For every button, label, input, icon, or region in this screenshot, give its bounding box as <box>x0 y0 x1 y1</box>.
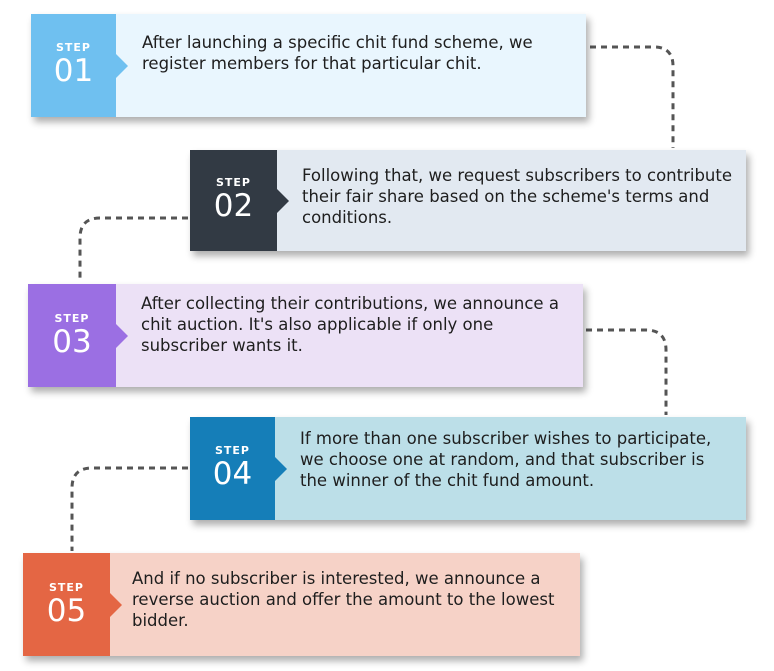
step-badge-02: STEP 02 <box>190 150 289 251</box>
connector-03-04 <box>586 328 668 415</box>
step-number: 02 <box>213 188 254 224</box>
step-description: And if no subscriber is interested, we a… <box>132 569 555 630</box>
step-badge-03: STEP 03 <box>28 284 128 387</box>
step-badge-label: STEP <box>48 581 84 594</box>
step-number: 04 <box>212 456 253 492</box>
step-badge-label: STEP <box>55 41 91 54</box>
step-description: Following that, we request subscribers t… <box>302 166 733 227</box>
step-badge-label: STEP <box>214 444 250 457</box>
step-number: 05 <box>46 593 87 629</box>
step-number: 01 <box>53 53 94 89</box>
step-card-03: STEP 03 After collecting their contribut… <box>28 284 583 387</box>
step-card-02: STEP 02 Following that, we request subsc… <box>190 150 746 251</box>
step-card-01: STEP 01 After launching a specific chit … <box>31 14 586 117</box>
step-badge-05: STEP 05 <box>23 553 122 656</box>
step-description: After collecting their contributions, we… <box>141 294 559 355</box>
step-badge-01: STEP 01 <box>31 14 128 117</box>
connector-01-02 <box>590 45 675 148</box>
step-badge-label: STEP <box>215 176 251 189</box>
step-card-05: STEP 05 And if no subscriber is interest… <box>23 553 580 656</box>
connector-02-03 <box>78 216 188 282</box>
step-description: If more than one subscriber wishes to pa… <box>300 429 712 490</box>
step-badge-label: STEP <box>54 312 90 325</box>
step-badge-04: STEP 04 <box>190 417 287 520</box>
step-description: After launching a specific chit fund sch… <box>142 33 533 73</box>
connector-04-05 <box>70 466 188 551</box>
step-card-04: STEP 04 If more than one subscriber wish… <box>190 417 746 520</box>
step-number: 03 <box>52 324 92 360</box>
